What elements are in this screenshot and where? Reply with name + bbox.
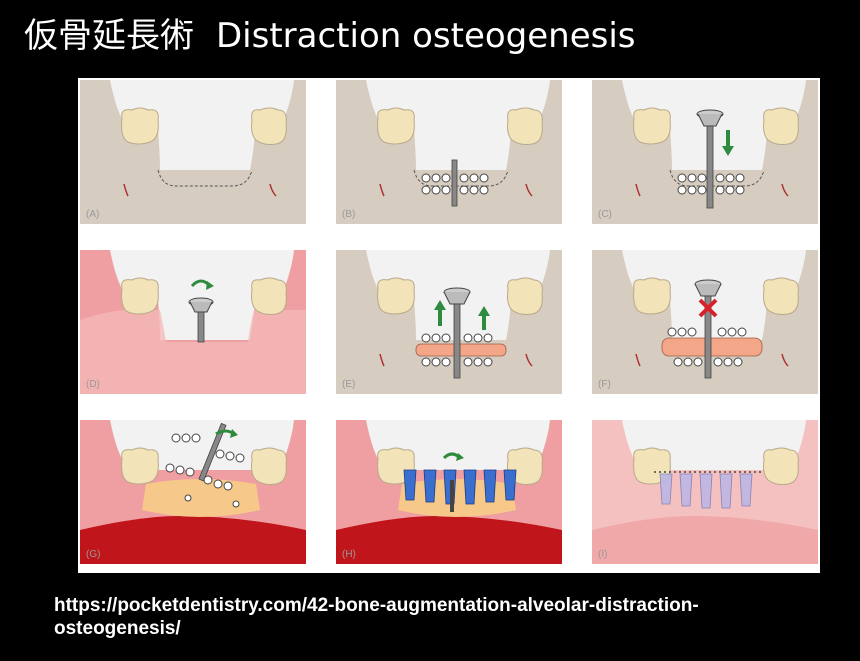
panel-f-drawing (592, 250, 818, 394)
panel-a-drawing (80, 80, 306, 224)
panel-a-label: (A) (86, 209, 100, 220)
panel-i-label: (I) (598, 549, 608, 560)
panel-d-drawing (80, 250, 306, 394)
panel-e: (E) (336, 250, 562, 394)
panel-b-label: (B) (342, 209, 356, 220)
diagram-grid: (A) (B) (78, 78, 820, 573)
panel-g-label: (G) (86, 549, 101, 560)
panel-g-drawing (80, 420, 306, 564)
page-title: 仮骨延長術 Distraction osteogenesis (24, 14, 636, 58)
source-url: https://pocketdentistry.com/42-bone-augm… (54, 595, 699, 639)
panel-e-label: (E) (342, 379, 356, 390)
panel-c-label: (C) (598, 209, 612, 220)
implant-icon (659, 473, 753, 509)
panel-b: (B) (336, 80, 562, 224)
panel-f-label: (F) (598, 379, 611, 390)
arrow-up-icon (434, 300, 490, 330)
panel-a: (A) (80, 80, 306, 224)
panel-d: (D) (80, 250, 306, 394)
panel-h: (H) (336, 420, 562, 564)
panel-d-label: (D) (86, 379, 100, 390)
panel-f: (F) (592, 250, 818, 394)
panel-h-label: (H) (342, 549, 356, 560)
title-japanese: 仮骨延長術 (24, 16, 194, 56)
arrow-down-icon (722, 130, 734, 156)
panel-h-drawing (336, 420, 562, 564)
panel-b-drawing (336, 80, 562, 224)
title-english: Distraction osteogenesis (216, 16, 636, 56)
panel-g: (G) (80, 420, 306, 564)
panel-i: (I) (592, 420, 818, 564)
panel-c: (C) (592, 80, 818, 224)
panel-i-drawing (592, 420, 818, 564)
panel-e-drawing (336, 250, 562, 394)
stop-x-icon (698, 298, 718, 318)
panel-c-drawing (592, 80, 818, 224)
